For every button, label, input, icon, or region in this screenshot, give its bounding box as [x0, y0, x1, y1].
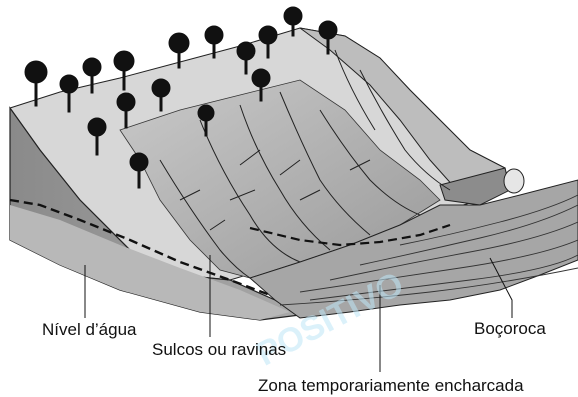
tree-icon — [258, 25, 278, 59]
bocoroca-bottom-cliff — [439, 167, 511, 206]
tree-icon — [151, 78, 171, 112]
label-gullies: Sulcos ou ravinas — [152, 340, 287, 359]
wet-plain — [249, 179, 578, 319]
boulder — [503, 168, 525, 194]
tree-icon — [87, 117, 107, 156]
label-water-level: Nível d’água — [42, 320, 137, 339]
tree-icon — [204, 25, 224, 59]
tree-icon — [251, 68, 271, 102]
tree-icon — [116, 92, 136, 129]
gully-channels — [159, 49, 451, 279]
water-table-line — [9, 198, 271, 297]
tree-icon — [82, 57, 102, 94]
leader-lines — [84, 255, 513, 372]
tree-icon — [236, 41, 256, 75]
label-bocoroca: Boçoroca — [474, 319, 546, 338]
trees — [24, 6, 338, 189]
tree-icon — [318, 20, 338, 55]
wet-plain-lines — [279, 194, 578, 306]
saturated-layer — [10, 205, 290, 320]
tree-icon — [113, 50, 135, 91]
tree-icon — [197, 104, 215, 137]
water-table-line-right — [249, 223, 451, 247]
leader-bocoroca — [489, 257, 513, 318]
tree-icon — [129, 152, 149, 189]
tree-icon — [283, 6, 303, 37]
label-wet-zone: Zona temporariamente encharcada — [258, 376, 524, 395]
tree-icon — [59, 74, 79, 113]
tree-icon — [24, 60, 48, 107]
tree-icon — [168, 32, 190, 69]
